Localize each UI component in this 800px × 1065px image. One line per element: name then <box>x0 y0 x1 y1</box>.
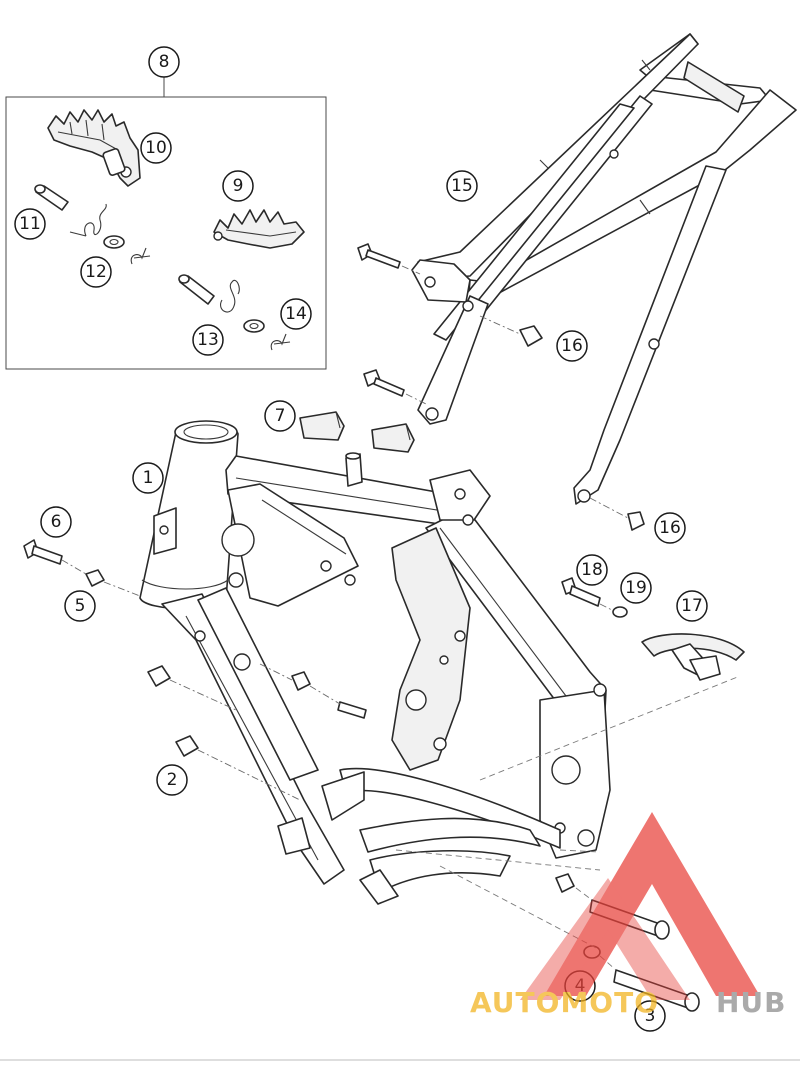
svg-text:5: 5 <box>75 596 86 616</box>
callout-16-upper: 16 <box>556 330 588 362</box>
callout-2: 2 <box>156 764 188 796</box>
callout-6: 6 <box>40 506 72 538</box>
svg-text:11: 11 <box>19 214 41 234</box>
svg-text:8: 8 <box>159 52 170 72</box>
svg-text:2: 2 <box>167 770 178 790</box>
engine-mount-hardware <box>147 663 367 801</box>
washer-left <box>103 235 125 249</box>
frame-guards <box>299 411 415 453</box>
callout-13: 13 <box>192 324 224 356</box>
callout-10: 10 <box>140 132 172 164</box>
pin-right <box>178 274 215 305</box>
spring-right <box>220 279 240 313</box>
washer-right <box>243 319 265 333</box>
spring-left <box>69 203 107 237</box>
callout-17: 17 <box>676 590 708 622</box>
svg-text:17: 17 <box>681 596 703 616</box>
svg-text:16: 16 <box>561 336 583 356</box>
svg-text:14: 14 <box>285 304 307 324</box>
callout-19: 19 <box>620 572 652 604</box>
svg-text:13: 13 <box>197 330 219 350</box>
callout-3: 3 <box>634 1000 666 1032</box>
callout-18: 18 <box>576 554 608 586</box>
svg-text:9: 9 <box>233 176 244 196</box>
svg-text:6: 6 <box>51 512 62 532</box>
pin-left <box>34 184 69 211</box>
callout-14: 14 <box>280 298 312 330</box>
svg-text:12: 12 <box>85 262 107 282</box>
chain-slider-assembly <box>561 577 745 681</box>
svg-text:3: 3 <box>645 1006 656 1026</box>
svg-text:18: 18 <box>581 560 603 580</box>
callout-11: 11 <box>14 208 46 240</box>
clip-right <box>270 333 291 351</box>
main-frame <box>139 420 611 905</box>
callout-16-lower: 16 <box>654 512 686 544</box>
svg-text:7: 7 <box>275 406 286 426</box>
callout-5: 5 <box>64 590 96 622</box>
svg-text:1: 1 <box>143 468 154 488</box>
watermark-triangle-icon <box>544 812 760 996</box>
watermark-word-right: HUB <box>716 986 787 1019</box>
watermark-logo: AUTOMOTO HUB <box>470 812 787 1019</box>
callouts: 1 2 3 4 5 6 7 8 9 10 11 12 13 14 15 16 1… <box>14 46 708 1032</box>
callout-12: 12 <box>80 256 112 288</box>
rear-subframe <box>411 33 797 505</box>
head-bolt-assembly <box>23 539 141 597</box>
subframe-bolts <box>357 243 645 531</box>
svg-text:10: 10 <box>145 138 167 158</box>
watermark-word-left: AUTOMOTO <box>470 986 659 1019</box>
callout-1: 1 <box>132 462 164 494</box>
svg-text:16: 16 <box>659 518 681 538</box>
callout-7: 7 <box>264 400 296 432</box>
footpeg-kit-inset <box>5 76 327 370</box>
watermark-triangle-inner-icon <box>520 878 690 1000</box>
footpeg-right <box>213 209 305 249</box>
alignment-lines <box>395 675 741 951</box>
callout-8: 8 <box>148 46 180 78</box>
svg-text:19: 19 <box>625 578 647 598</box>
clip-left <box>130 247 151 265</box>
callout-9: 9 <box>222 170 254 202</box>
callout-15: 15 <box>446 170 478 202</box>
footpeg-left <box>47 109 141 187</box>
svg-text:15: 15 <box>451 176 473 196</box>
